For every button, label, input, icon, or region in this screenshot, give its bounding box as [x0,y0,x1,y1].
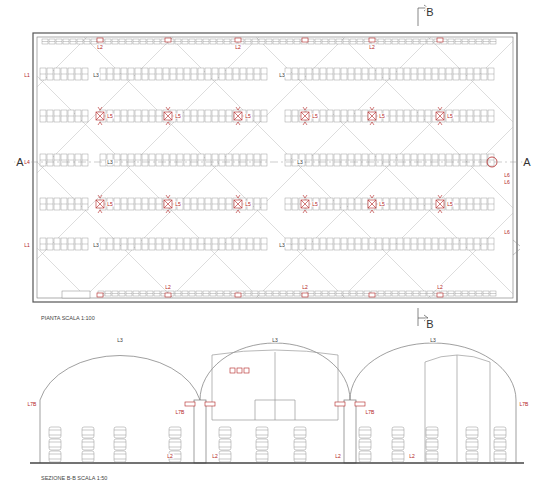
fixture-code: L2 [301,285,309,290]
fixture-code: L5 [106,114,114,119]
fixture-code: L2 [368,45,376,50]
fixture-code: L2 [408,454,416,459]
fixture-code: L6 [503,230,511,235]
fixture-code: L3 [92,243,100,248]
light-fixtures [96,38,444,297]
fixture-code: L3 [429,338,437,343]
fixture-code: L5 [446,202,454,207]
bench [62,291,90,298]
section-line-a [14,162,526,163]
fixture-code: L2 [334,454,342,459]
fixture-code: L5 [311,202,319,207]
fixture-code: L5 [378,202,386,207]
fixture-code: L5 [378,114,386,119]
fixture-code: L6 [503,180,511,185]
section-vaults [40,343,516,463]
plan-wall-inner [37,37,513,298]
fixture-code: L2 [96,45,104,50]
ground-line [30,462,524,464]
fixture-code: L2 [234,45,242,50]
section-letter: B [425,319,434,330]
fixture-code: L7B [27,402,38,407]
fixture-code: L2 [211,454,219,459]
fixture-code: L5 [311,114,319,119]
fixture-code: L7B [519,402,530,407]
fixture-code: L3 [92,73,100,78]
fixture-code: L3 [278,73,286,78]
fixture-code: L7B [175,410,186,415]
fixture-code: L1 [23,73,31,78]
fixture-code: L7B [365,410,376,415]
section-fixtures [185,368,365,406]
fixture-code: L5 [244,202,252,207]
fixture-code: L3 [296,160,304,165]
barrel-rows [40,39,496,296]
fixture-code: L5 [446,114,454,119]
fixture-code: L2 [166,454,174,459]
door-swing [513,240,520,255]
fixture-code: L3 [106,160,114,165]
section-letter: A [522,157,531,168]
fixture-code: L2 [164,285,172,290]
fixture-code: L3 [278,243,286,248]
barrel-stacks [49,427,506,462]
plan-wall [33,33,517,302]
fixture-code: L6 [503,173,511,178]
fixture-code: L5 [174,114,182,119]
fixture-code: L1 [23,243,31,248]
section-letter: B [425,7,434,18]
fixture-code: L3 [271,338,279,343]
fixture-code: L3 [116,338,124,343]
diagonal-grid [37,37,513,298]
fixture-code: L2 [436,285,444,290]
fixture-code: L5 [174,202,182,207]
fixture-code: L5 [244,114,252,119]
fixture-code: L4 [23,160,31,165]
fixture-code: L5 [106,202,114,207]
drawing-title: SEZIONE B-B SCALA 1:50 [40,476,108,482]
drawing-title: PIANTA SCALA 1:100 [40,316,96,322]
